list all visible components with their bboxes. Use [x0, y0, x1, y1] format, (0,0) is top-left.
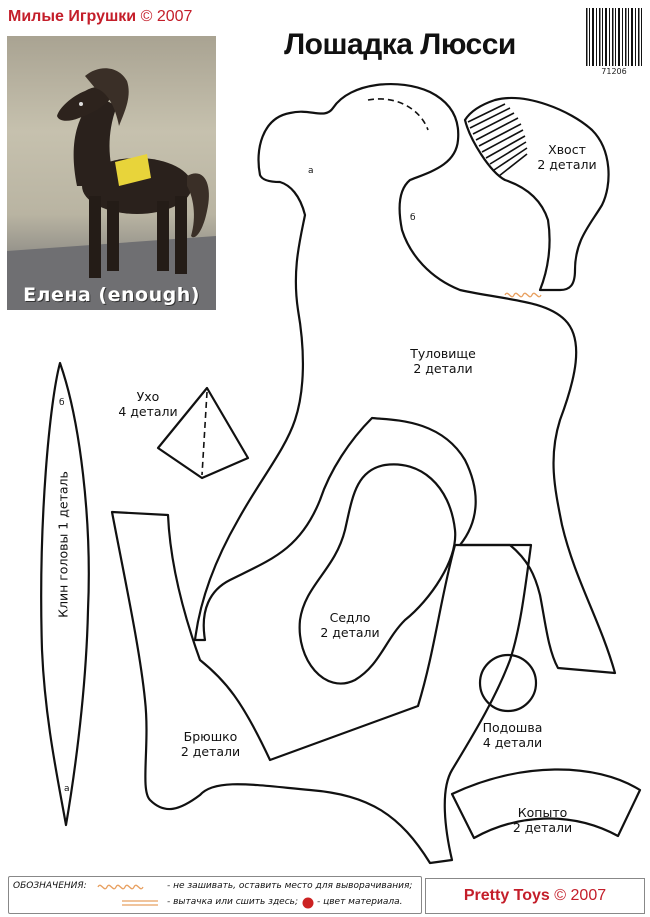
photo-caption: Елена (enough)	[23, 284, 200, 306]
ear-dart-line	[201, 391, 208, 476]
brand-name: Милые Игрушки	[8, 8, 137, 25]
legend-no-sew-mark	[97, 884, 144, 890]
barcode-icon	[586, 8, 642, 66]
saddle-label: Седло 2 детали	[320, 610, 380, 640]
footer-brand-year: © 2007	[554, 887, 607, 904]
barcode-number: 71206	[601, 67, 627, 76]
fabric-color-dot-icon	[302, 897, 314, 909]
brand-top: Милые Игрушки © 2007	[8, 4, 208, 30]
legend-dart: - вытачка или сшить здесь;	[167, 897, 298, 907]
sole-piece-outline	[478, 653, 538, 713]
hoof-piece-outline	[450, 768, 642, 840]
ear-piece-outline	[156, 386, 250, 480]
page-title: Лошадка Люсси	[284, 28, 516, 61]
tail-label: Хвост 2 детали	[537, 142, 597, 172]
legend-no-sew: - не зашивать, оставить место для вывора…	[167, 881, 413, 891]
no-sew-mark	[504, 292, 542, 298]
body-label: Туловище 2 детали	[410, 346, 476, 376]
saddle-piece-outline	[298, 463, 457, 685]
toy-photo: Елена (enough)	[7, 36, 216, 310]
footer-brand-name: Pretty Toys	[463, 887, 550, 904]
mark-a-gusset: а	[64, 784, 70, 794]
body-dart-line	[367, 98, 429, 131]
brand-bottom: Pretty Toys © 2007	[425, 878, 645, 914]
hoof-label: Копыто 2 детали	[512, 805, 573, 835]
legend-color: - цвет материала.	[317, 897, 403, 907]
legend-box: ОБОЗНАЧЕНИЯ: - не зашивать, оставить мес…	[8, 876, 422, 914]
horse-toy-image	[7, 68, 216, 310]
tail-piece-outline	[463, 96, 610, 292]
brand-year: © 2007	[140, 8, 193, 25]
belly-piece-outline	[110, 510, 533, 865]
legend-heading: ОБОЗНАЧЕНИЯ:	[13, 881, 87, 891]
mark-b-gusset: б	[59, 398, 65, 408]
head-gusset-outline	[40, 361, 90, 827]
head-gusset-label: Клин головы 1 деталь	[55, 471, 71, 618]
belly-label: Брюшко 2 детали	[180, 729, 241, 759]
mark-a-body: а	[308, 166, 314, 176]
body-piece-outline	[193, 82, 617, 675]
sole-label: Подошва 4 детали	[482, 720, 543, 750]
mark-b-body: б	[410, 213, 416, 223]
ear-label: Ухо 4 детали	[118, 389, 178, 419]
